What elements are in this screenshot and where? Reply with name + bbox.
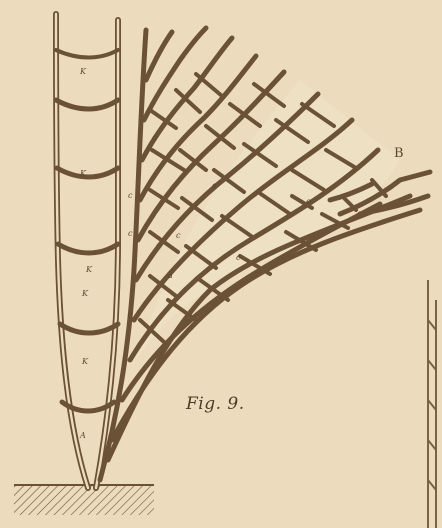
stem-label: A	[80, 432, 86, 440]
stem-label: K	[80, 170, 86, 178]
cross-link	[196, 74, 222, 96]
stem-label: K	[82, 290, 88, 298]
stem-septum	[57, 168, 118, 177]
stem-septum	[58, 244, 118, 253]
figure-caption: Fig. 9.	[186, 394, 245, 414]
frond-label: a	[168, 272, 173, 280]
cross-link	[150, 190, 178, 208]
stem-label: K	[82, 358, 88, 366]
stem-group	[56, 14, 118, 488]
frond-label: c	[152, 134, 156, 142]
stem-septum	[56, 50, 118, 58]
right-margin-fragment	[428, 280, 436, 528]
frond-branches	[100, 28, 430, 480]
frond-label: c	[128, 230, 132, 238]
ground-base	[14, 485, 154, 515]
stem-septum	[60, 324, 118, 333]
stem-label: K	[86, 266, 92, 274]
label-b: B	[394, 146, 404, 161]
frond-label: c	[128, 312, 132, 320]
frond-branch	[146, 32, 172, 80]
frond-label: e	[212, 182, 217, 190]
stem-label: K	[80, 68, 86, 76]
frond-label: c	[176, 232, 180, 240]
frond-label: c	[236, 254, 240, 262]
stem-septum	[56, 100, 118, 109]
frond-label: e	[306, 198, 311, 206]
frond-label: c	[128, 192, 132, 200]
